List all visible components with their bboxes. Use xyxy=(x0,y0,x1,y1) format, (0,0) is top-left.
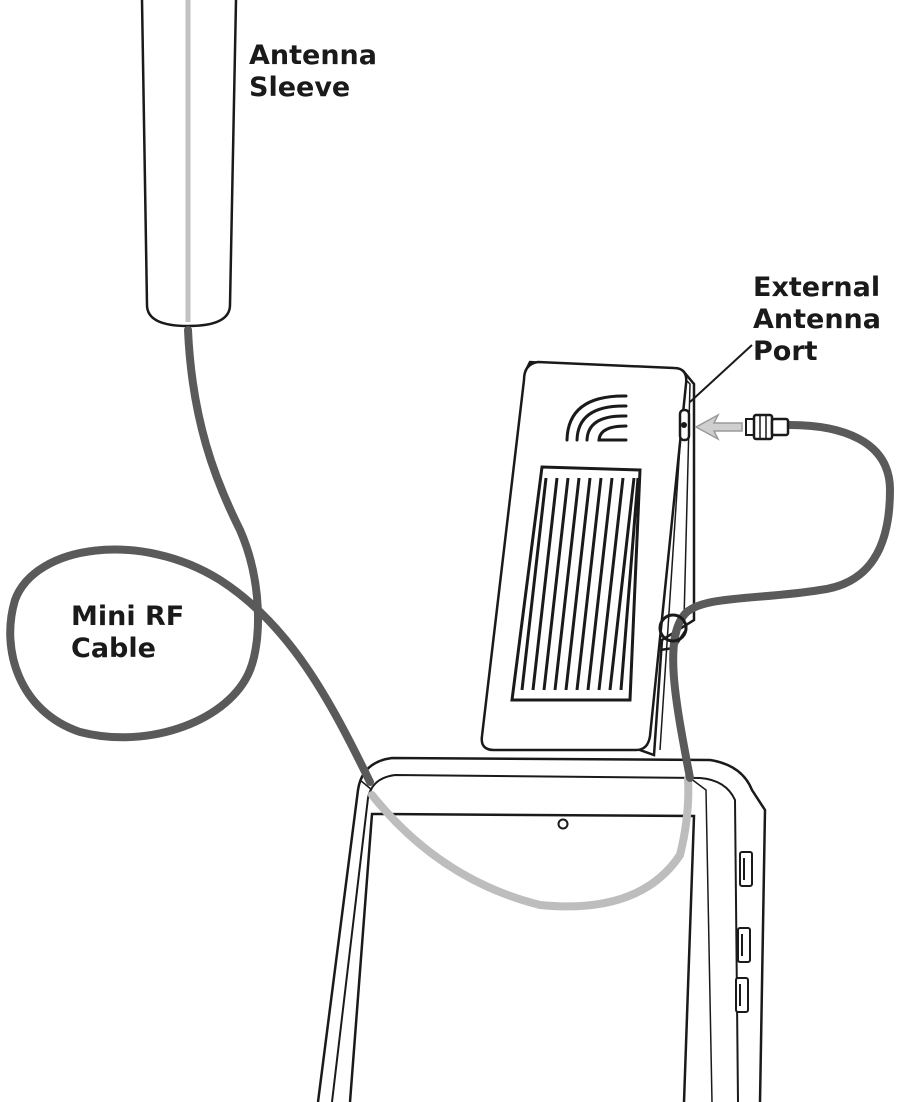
label-mini-rf-cable: Mini RF Cable xyxy=(71,601,185,664)
side-buttons xyxy=(735,851,753,1013)
port-leader-line xyxy=(689,344,753,403)
label-antenna-sleeve: Antenna Sleeve xyxy=(249,40,377,103)
cable-behind-device xyxy=(368,774,693,911)
mini-rf-cable xyxy=(6,326,374,786)
insert-arrow-icon xyxy=(694,413,743,441)
rf-module xyxy=(480,360,696,757)
rf-logo-icon xyxy=(565,394,628,442)
connector-plug xyxy=(745,413,790,441)
camera-hole xyxy=(557,818,569,830)
external-antenna-port xyxy=(678,408,691,442)
external-antenna-cable xyxy=(669,421,895,782)
antenna-sleeve xyxy=(140,0,238,328)
label-external-antenna-port: External Antenna Port xyxy=(753,272,881,367)
clip-ring xyxy=(658,613,688,643)
handheld-device xyxy=(316,756,767,1102)
vent-grille xyxy=(510,465,642,702)
